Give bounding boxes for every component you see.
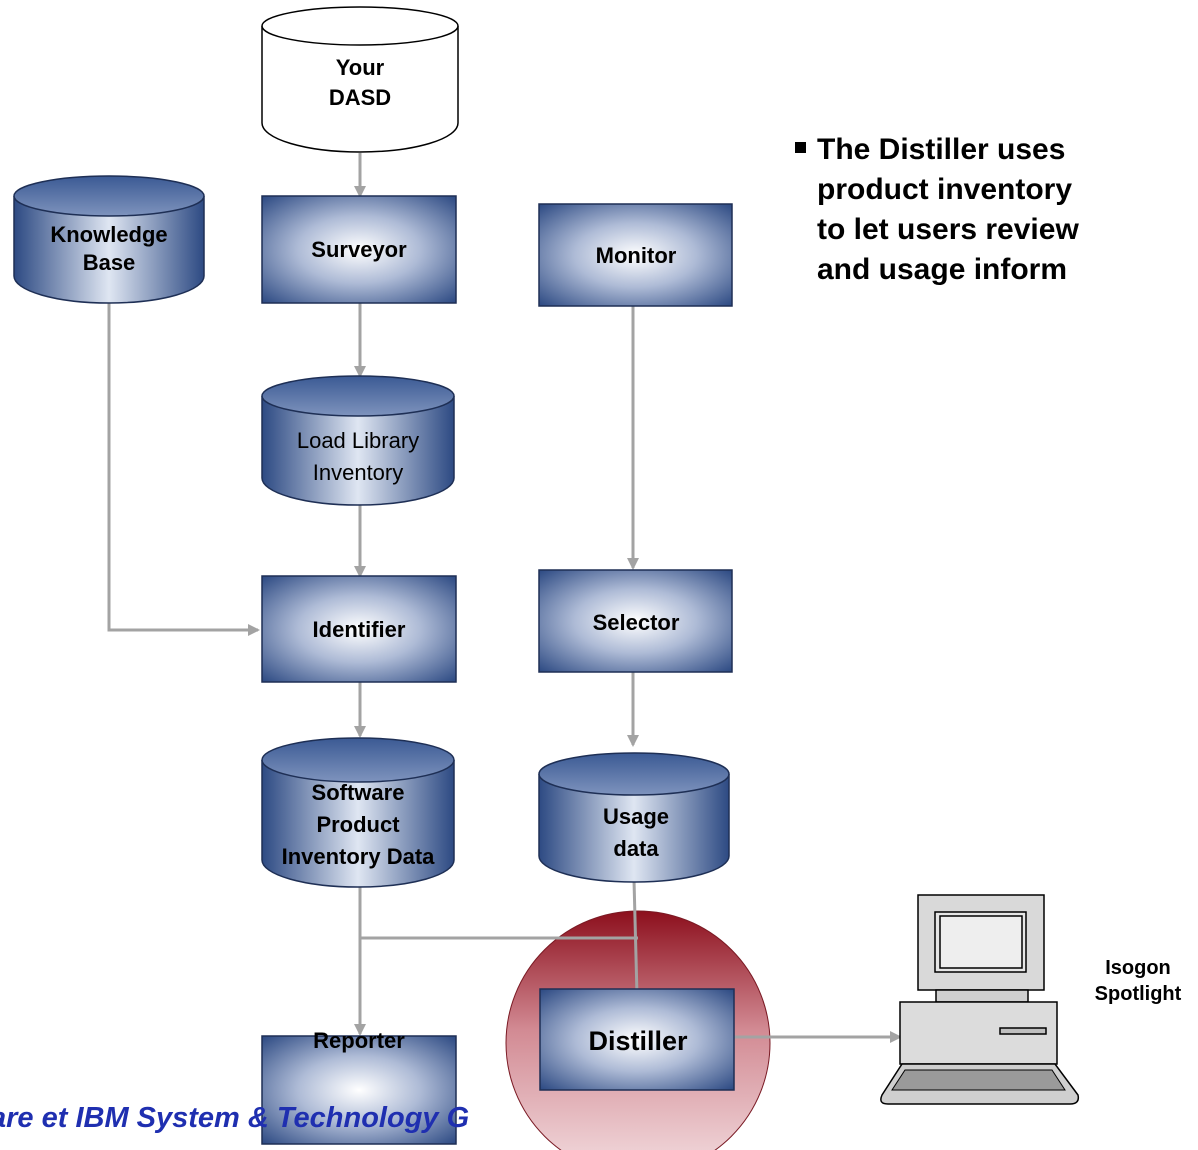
knowledge-base-label-line2: Base <box>83 250 136 275</box>
surveyor-box: Surveyor <box>261 195 457 304</box>
isogon-label-line2: Spotlight <box>1095 983 1182 1005</box>
surveyor-label: Surveyor <box>311 237 407 262</box>
knowledge-base-label-line1: Knowledge <box>50 222 167 247</box>
computer-icon <box>880 894 1080 1105</box>
bullet-line-1: The Distiller uses <box>817 133 1066 166</box>
monitor-box: Monitor <box>538 203 733 307</box>
usage-data-cylinder: Usage data <box>538 752 730 883</box>
load-library-label-line1: Load Library <box>297 428 419 453</box>
reporter-box: Reporter <box>261 1028 457 1145</box>
selector-label: Selector <box>593 610 680 635</box>
bullet-line-3: to let users review <box>817 213 1079 246</box>
spid-label-line3: Inventory Data <box>282 844 436 869</box>
connectors <box>107 153 902 1043</box>
bullet-line-2: product inventory <box>817 173 1073 206</box>
usage-data-label-line1: Usage <box>603 804 669 829</box>
isogon-label-line1: Isogon <box>1105 957 1171 979</box>
spid-label-line1: Software <box>312 780 405 805</box>
arrow-knowledgebase-to-identifier <box>107 294 260 636</box>
bullet-marker <box>795 142 806 153</box>
distiller-box: Distiller <box>539 988 735 1091</box>
selector-box: Selector <box>538 569 733 673</box>
spid-label-line2: Product <box>316 812 400 837</box>
load-library-label-line2: Inventory <box>313 460 404 485</box>
identifier-label: Identifier <box>313 617 406 642</box>
your-dasd-label-line2: DASD <box>329 85 391 110</box>
reporter-label: Reporter <box>313 1028 405 1053</box>
bullet-text: The Distiller uses product inventory to … <box>817 130 1079 290</box>
footer-text: are et IBM System & Technology G <box>0 1102 470 1134</box>
bullet-line-4: and usage inform <box>817 253 1068 286</box>
usage-data-label-line2: data <box>613 836 659 861</box>
monitor-label: Monitor <box>596 243 677 268</box>
identifier-box: Identifier <box>261 575 457 683</box>
distiller-label: Distiller <box>588 1026 688 1056</box>
your-dasd-label-line1: Your <box>336 55 385 80</box>
